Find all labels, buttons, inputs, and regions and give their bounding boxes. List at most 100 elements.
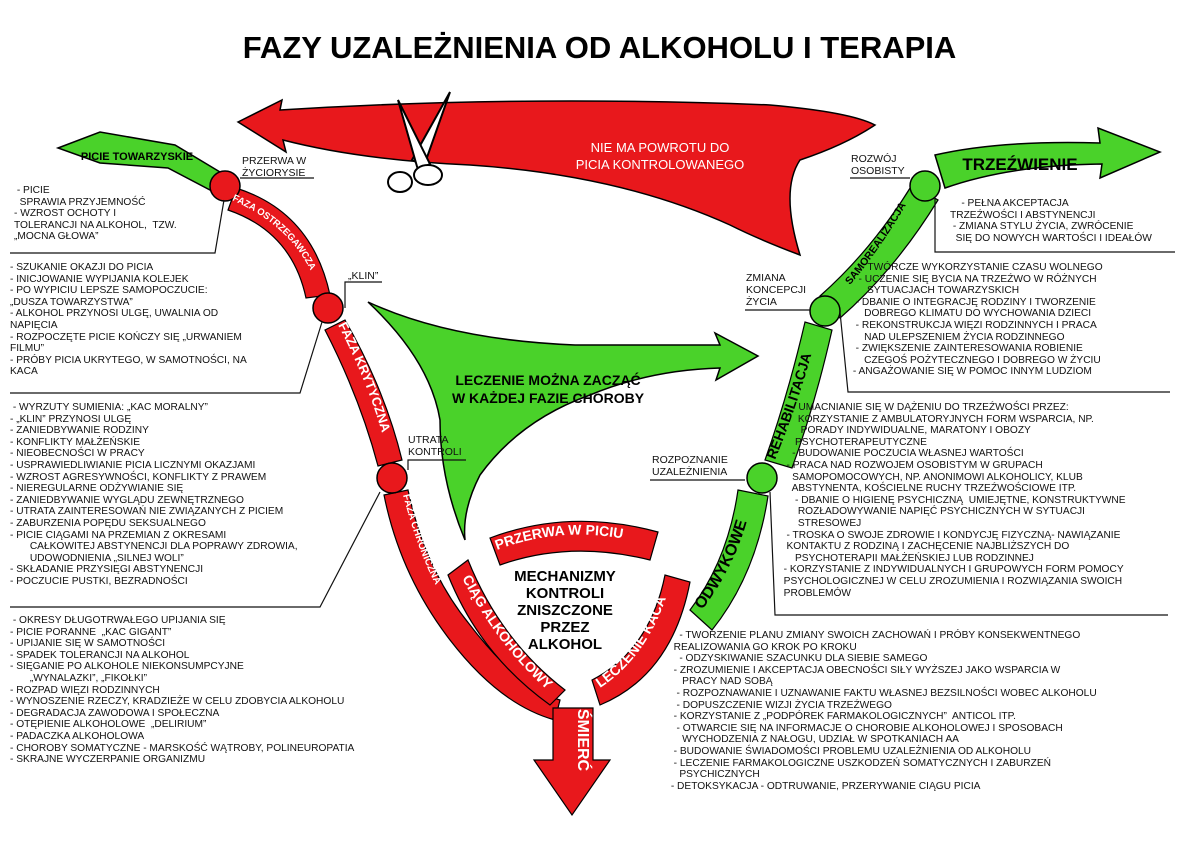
list-item: - OTWARCIE SIĘ NA INFORMACJE O CHOROBIE … xyxy=(668,722,1063,734)
node-label-line: ROZPOZNANIE xyxy=(652,454,728,466)
list-item: - DBANIE O INTEGRACJĘ RODZINY I TWORZENI… xyxy=(850,296,1096,308)
list-item: - PICIE CIĄGAMI NA PRZEMIAN Z OKRESAMI xyxy=(10,529,227,541)
label-treatment-1: LECZENIE MOŻNA ZACZĄĆ xyxy=(455,371,640,388)
list-item: KORZYSTANIE Z AMBULATORYJNYCH FORM WSPAR… xyxy=(778,413,1094,425)
node-label-zmiana: ZMIANA KONCEPCJI ŻYCIA xyxy=(746,272,806,308)
list-item: - ZANIEDBYWANIE RODZINY xyxy=(10,425,149,437)
label-treatment-2: W KAŻDEJ FAZIE CHOROBY xyxy=(452,390,645,406)
list-item: WYCHODZENIA Z NAŁOGU, UDZIAŁ W SPOTKANIA… xyxy=(668,734,959,746)
list-item: PROBLEMÓW xyxy=(778,587,852,599)
list-item: PORADY INDYWIDUALNE, MARATONY I OBOZY xyxy=(778,425,1031,437)
list-item: - USPRAWIEDLIWIANIE PICIA LICZNYMI OKAZJ… xyxy=(10,459,256,471)
list-item: SYTUACJACH TOWARZYSKICH xyxy=(850,285,1020,297)
list-item: - PRÓBY PICIA UKRYTEGO, W SAMOTNOŚCI, NA xyxy=(10,354,247,366)
list-item: - ODZYSKIWANIE SZACUNKU DLA SIEBIE SAMEG… xyxy=(668,653,928,665)
list-item: - INICJOWANIE WYPIJANIA KOLEJEK xyxy=(10,273,189,285)
list-item: UDOWODNIENIA „SILNEJ WOLI” xyxy=(10,552,184,564)
list-critical-phase: - WYRZUTY SUMIENIA: „KAC MORALNY”- „KLIN… xyxy=(10,402,298,588)
center-mechanisms: MECHANIZMY KONTROLI ZNISZCZONE PRZEZ ALK… xyxy=(505,568,625,653)
node-utrata xyxy=(376,462,408,494)
list-item: ABSTYNENTA, KOŚCIELNE RUCHY TRZEŹWOŚCIOW… xyxy=(778,483,1077,495)
list-item: - ANGAŻOWANIE SIĘ W POMOC INNYM LUDZIOM xyxy=(850,366,1092,378)
list-item: „DUSZA TOWARZYSTWA” xyxy=(10,296,133,308)
list-item: - ROZPAD WIĘZI RODZINNYCH xyxy=(10,684,160,696)
label-picie-towarzyskie: PICIE TOWARZYSKIE xyxy=(81,151,193,163)
list-item: - „KLIN” PRZYNOSI ULGĘ xyxy=(10,413,132,425)
trzezwienie-arrow xyxy=(934,126,1162,189)
list-rehabilitation: - UMACNIANIE SIĘ W DĄŻENIU DO TRZEŹWOŚCI… xyxy=(778,402,1126,599)
band-odwykowe xyxy=(689,489,769,631)
list-item: - UCZENIE SIĘ BYCIA NA TRZEŹWO W RÓŻNYCH xyxy=(850,273,1097,285)
list-social-drinking: - PICIE SPRAWIA PRZYJEMNOŚĆ- WZROST OCHO… xyxy=(14,185,177,243)
node-zmiana xyxy=(809,295,841,327)
band-krytyczna xyxy=(324,319,403,467)
scissors-icon xyxy=(387,91,451,193)
list-item: - WYNOSZENIE RZECZY, KRADZIEŻE W CELU ZD… xyxy=(10,696,345,708)
list-item: PSYCHOTERAPII MAŁŻEŃSKIEJ LUB RODZINNEJ xyxy=(778,552,1034,564)
list-item: - ZMIANA STYLU ŻYCIA, ZWRÓCENIE xyxy=(950,221,1134,233)
label-trzezwienie: TRZEŹWIENIE xyxy=(962,155,1077,174)
center-line: ALKOHOL xyxy=(527,636,603,653)
list-item: - PO WYPICIU LEPSZE SAMOPOCZUCIE: xyxy=(10,285,208,297)
list-item: - KORZYSTANIE Z „PODPÓREK FARMAKOLOGICZN… xyxy=(668,711,1016,723)
list-item: - KORZYSTANIE Z INDYWIDUALNYCH I GRUPOWY… xyxy=(778,564,1124,576)
node-label-line: ZMIANA xyxy=(746,272,786,284)
list-item: SIĘ DO NOWYCH WARTOŚCI I IDEAŁÓW xyxy=(950,232,1152,244)
list-item: PSYCHOLOGICZNEJ W CELU ZROZUMIENIA I ROZ… xyxy=(778,575,1123,587)
list-item: - WZROST OCHOTY I xyxy=(14,208,117,220)
connectors-right xyxy=(650,177,1175,616)
node-label-utrata: UTRATA KONTROLI xyxy=(408,434,462,458)
label-no-return-2: PICIA KONTROLOWANEGO xyxy=(576,157,745,172)
node-label-line: ŻYCIORYSIE xyxy=(242,167,306,179)
node-label-line: PRZERWA W xyxy=(242,155,307,167)
list-item: - WYRZUTY SUMIENIA: „KAC MORALNY” xyxy=(10,402,208,413)
list-item: - OKRESY DŁUGOTRWAŁEGO UPIJANIA SIĘ xyxy=(10,615,226,626)
node-label-line: ŻYCIA xyxy=(746,296,777,308)
list-item: - TWORZENIE PLANU ZMIANY SWOICH ZACHOWAŃ… xyxy=(668,630,1081,641)
list-item: - ZABURZENIA POPĘDU SEKSUALNEGO xyxy=(10,517,206,529)
list-item: „MOCNA GŁOWA” xyxy=(14,231,99,243)
label-smierc: ŚMIERĆ xyxy=(574,709,593,772)
band-ciag xyxy=(447,559,566,706)
list-item: - DOPUSZCZENIE WIZJI ŻYCIA TRZEŹWEGO xyxy=(668,699,892,711)
list-item: - NIEOBECNOŚCI W PRACY xyxy=(10,448,145,460)
list-detox-treatment: - TWORZENIE PLANU ZMIANY SWOICH ZACHOWAŃ… xyxy=(668,630,1097,792)
list-item: - POCZUCIE PUSTKI, BEZRADNOŚCI xyxy=(10,575,188,587)
list-item: - SKŁADANIE PRZYSIĘGI ABSTYNENCJI xyxy=(10,564,204,576)
list-item: - SKRAJNE WYCZERPANIE ORGANIZMU xyxy=(10,754,206,766)
list-item: - ROZPOCZĘTE PICIE KOŃCZY SIĘ „URWANIEM xyxy=(10,331,242,343)
list-item: - DBANIE O HIGIENĘ PSYCHICZNĄ UMIEJĘTNE,… xyxy=(778,494,1126,506)
connectors-left xyxy=(10,177,466,608)
treatment-arrow xyxy=(367,301,760,541)
list-chronic-phase: - OKRESY DŁUGOTRWAŁEGO UPIJANIA SIĘ- PIC… xyxy=(10,615,354,766)
list-item: - NIEREGULARNE ODŻYWIANIE SIĘ xyxy=(10,483,184,495)
node-label-line: OSOBISTY xyxy=(851,165,905,177)
list-item: - PICIE xyxy=(14,185,50,196)
list-item: - PICIE PORANNE „KAC GIGANT” xyxy=(10,626,172,638)
node-label-klin: „KLIN” xyxy=(348,270,379,282)
list-item: - ALKOHOL PRZYNOSI ULGĘ, UWALNIA OD xyxy=(10,308,219,320)
list-item: CZEGOŚ POŻYTECZNEGO I DOBREGO W ŻYCIU xyxy=(850,354,1101,366)
node-label-line: ROZWÓJ xyxy=(851,153,897,165)
list-item: - SIĘGANIE PO ALKOHOLE NIEKONSUMPCYJNE xyxy=(10,661,244,673)
list-item: REALIZOWANIA GO KROK PO KROKU xyxy=(668,641,857,653)
list-item: - WZROST AGRESYWNOŚCI, KONFLIKTY Z PRAWE… xyxy=(10,471,267,483)
list-item: - LECZENIE FARMAKOLOGICZNE USZKODZEŃ SOM… xyxy=(668,757,1052,769)
list-item: - PEŁNA AKCEPTACJA xyxy=(950,198,1069,209)
node-label-line: UTRATA xyxy=(408,434,449,446)
node-label-rozpoznanie: ROZPOZNANIE UZALEŻNIENIA xyxy=(652,454,728,478)
list-item: - DEGRADACJA ZAWODOWA I SPOŁECZNA xyxy=(10,707,220,719)
center-line: MECHANIZMY xyxy=(514,568,616,585)
list-item: - BUDOWANIE POCZUCIA WŁASNEJ WARTOŚCI xyxy=(778,448,1024,460)
node-label-przerwa: PRZERWA W ŻYCIORYSIE xyxy=(242,155,306,179)
smierc-arrow xyxy=(532,707,612,817)
node-rozwoj xyxy=(909,170,941,202)
node-label-line: KONTROLI xyxy=(408,446,462,458)
list-item: NAD ULEPSZENIEM ŻYCIA RODZINNEGO xyxy=(850,331,1065,343)
list-item: PSYCHICZNYCH xyxy=(668,769,760,781)
band-przerwa-w-piciu xyxy=(489,520,659,566)
node-rozpoznanie xyxy=(746,462,778,494)
list-item: TOLERANCJI NA ALKOHOL, TZW. xyxy=(14,219,177,231)
